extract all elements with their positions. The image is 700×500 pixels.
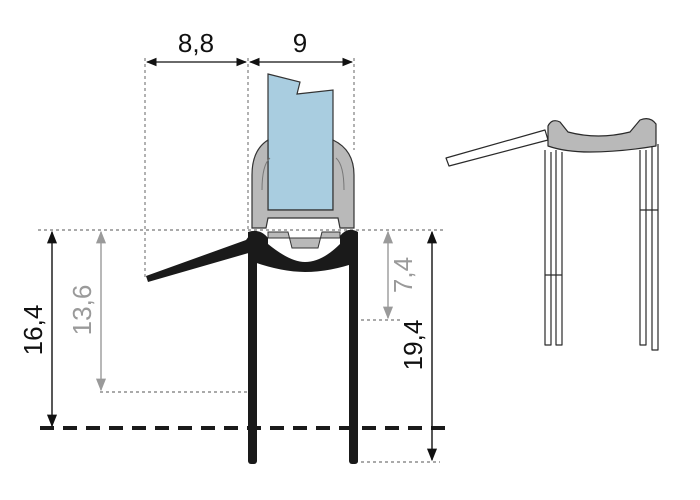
dimension-width-a-label: 8,8 — [178, 28, 214, 58]
dimension-width-b-label: 9 — [293, 28, 307, 58]
holder-clip — [251, 138, 355, 229]
seal-wiper-lip — [146, 232, 252, 282]
dimension-height-right-outer-label: 19,4 — [398, 320, 428, 371]
dimension-height-right-inner-label: 7,4 — [388, 257, 418, 293]
seal-right-leg — [349, 252, 358, 464]
dimension-height-right-inner: 7,4 — [382, 230, 418, 320]
dimension-width-b: 9 — [248, 28, 354, 67]
dimension-height-left-inner: 13,6 — [67, 230, 107, 392]
dimension-height-left-inner-label: 13,6 — [67, 285, 97, 336]
holder-inner-groove — [261, 157, 345, 191]
dimension-height-left-outer: 16,4 — [18, 230, 58, 428]
holder-base — [267, 231, 341, 249]
side-view-sketch — [445, 118, 659, 351]
dimension-width-a: 8,8 — [145, 28, 248, 67]
dimension-height-right-outer: 19,4 — [398, 230, 438, 462]
extension-lines — [38, 58, 445, 463]
seal-head — [248, 229, 358, 272]
seal-profile — [146, 229, 358, 464]
glass-panel — [267, 73, 334, 211]
seal-left-leg — [248, 252, 257, 464]
dimension-height-left-outer-label: 16,4 — [18, 305, 48, 356]
